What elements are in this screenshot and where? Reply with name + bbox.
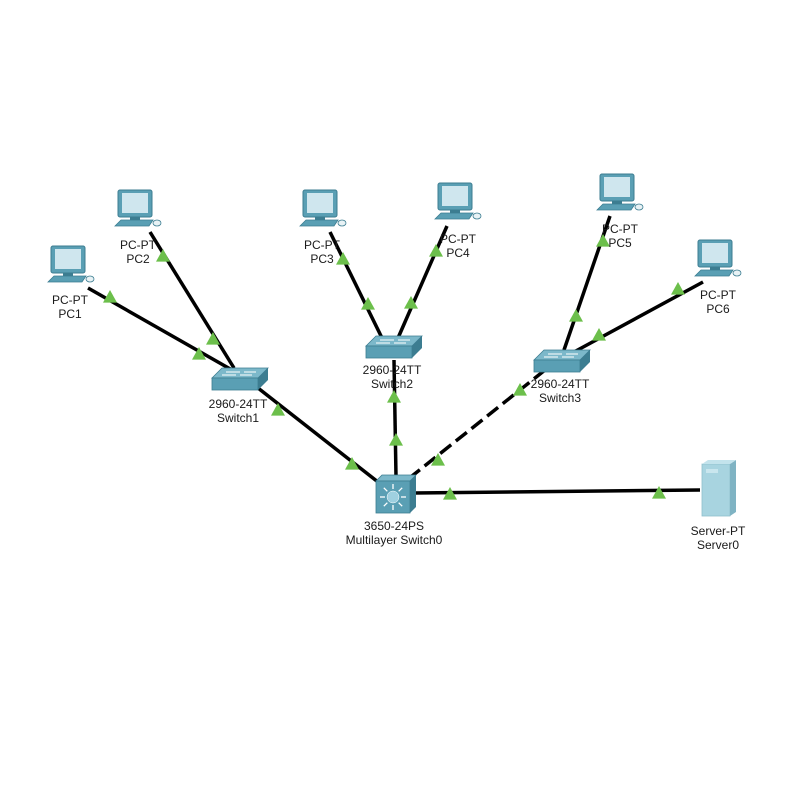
device-name-label: Switch3 <box>539 391 581 405</box>
port-status-up-icon <box>596 234 610 247</box>
link-mls0-server0[interactable] <box>413 488 701 495</box>
port-status-up-icon <box>429 244 443 257</box>
port-status-up-icon <box>404 296 418 309</box>
device-model-label: PC-PT <box>700 288 737 302</box>
devices-layer: PC-PTPC1PC-PTPC2PC-PTPC3PC-PTPC4PC-PTPC5… <box>47 173 746 552</box>
port-status-up-icon <box>443 487 457 500</box>
device-model-label: PC-PT <box>440 232 477 246</box>
port-status-up-icon <box>271 403 285 416</box>
pc-icon <box>114 189 162 227</box>
device-model-label: Server-PT <box>691 524 746 538</box>
pc-icon <box>434 182 482 220</box>
device-model-label: PC-PT <box>602 222 639 236</box>
server-icon <box>701 460 736 517</box>
port-status-up-icon <box>389 433 403 446</box>
port-status-up-icon <box>431 453 445 466</box>
port-status-up-icon <box>652 486 666 499</box>
pc-icon <box>694 239 742 277</box>
port-status-up-icon <box>345 457 359 470</box>
device-model-label: 2960-24TT <box>531 377 590 391</box>
link-pc3-switch2[interactable] <box>328 231 384 339</box>
port-indicators-layer <box>103 234 685 500</box>
device-model-label: 2960-24TT <box>363 363 422 377</box>
port-status-up-icon <box>192 347 206 360</box>
link-pc4-switch2[interactable] <box>396 225 449 339</box>
link-switch1-mls0[interactable] <box>256 386 380 484</box>
device-model-label: PC-PT <box>52 293 89 307</box>
switch-icon <box>365 335 423 359</box>
port-status-up-icon <box>569 309 583 322</box>
device-name-label: PC2 <box>126 252 150 266</box>
port-status-up-icon <box>513 383 527 396</box>
device-name-label: PC6 <box>706 302 730 316</box>
link-switch3-mls0[interactable] <box>410 368 547 478</box>
pc-icon <box>47 245 95 283</box>
device-name-label: PC3 <box>310 252 334 266</box>
device-name-label: PC5 <box>608 236 632 250</box>
device-name-label: Switch1 <box>217 411 259 425</box>
link-switch2-mls0[interactable] <box>392 359 398 477</box>
device-name-label: PC1 <box>58 307 82 321</box>
port-status-up-icon <box>361 297 375 310</box>
pc-icon <box>299 189 347 227</box>
pc-icon <box>596 173 644 211</box>
port-status-up-icon <box>336 252 350 265</box>
device-model-label: 3650-24PS <box>364 519 424 533</box>
port-status-up-icon <box>592 328 606 341</box>
device-name-label: Multilayer Switch0 <box>346 533 443 547</box>
device-model-label: PC-PT <box>120 238 157 252</box>
device-name-label: PC4 <box>446 246 470 260</box>
port-status-up-icon <box>156 249 170 262</box>
device-model-label: 2960-24TT <box>209 397 268 411</box>
device-name-label: Switch2 <box>371 377 413 391</box>
port-status-up-icon <box>206 332 220 345</box>
port-status-up-icon <box>671 282 685 295</box>
multilayer-switch-icon <box>375 474 417 514</box>
port-status-up-icon <box>387 390 401 403</box>
device-name-label: Server0 <box>697 538 739 552</box>
switch-icon <box>211 367 269 391</box>
port-status-up-icon <box>103 290 117 303</box>
switch-icon <box>533 349 591 373</box>
device-model-label: PC-PT <box>304 238 341 252</box>
